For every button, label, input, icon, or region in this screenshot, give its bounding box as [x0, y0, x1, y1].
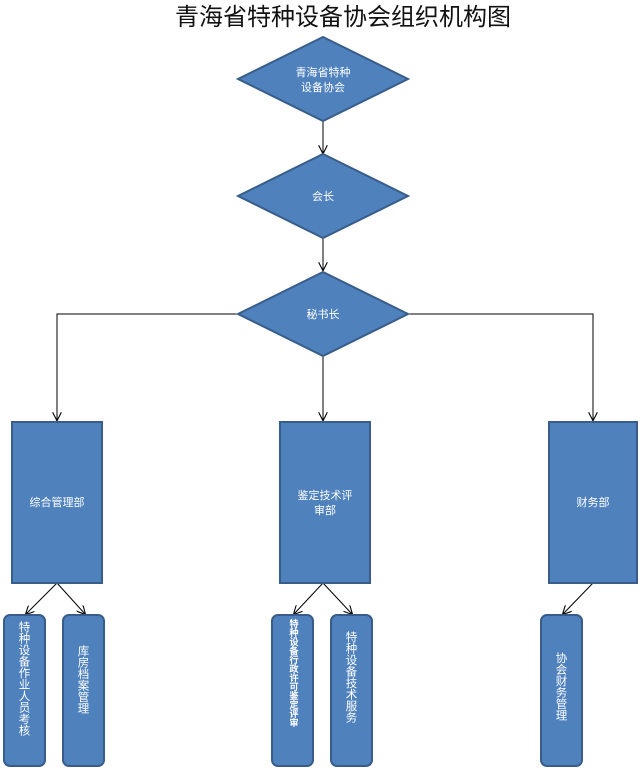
president-label: 会长	[312, 190, 334, 203]
association-label-line-1: 青海省特种	[296, 65, 351, 79]
admin-licensing-review-label: 特种设备行政许可鉴定评审	[288, 618, 300, 728]
node-personnel-assessment: 特种设备作业人员考核	[3, 614, 46, 767]
connectors	[26, 121, 593, 614]
connector-management-archive	[56, 582, 85, 614]
node-finance: 财务部	[548, 421, 638, 584]
chart-title: 青海省特种设备协会组织机构图	[175, 3, 511, 31]
personnel-assessment-label: 特种设备作业人员考核	[18, 620, 32, 737]
node-general-management: 综合管理部	[11, 421, 103, 584]
connector-appraisal-licensing	[294, 582, 324, 614]
node-appraisal-review: 鉴定技术评 审部	[279, 421, 371, 584]
appraisal-review-label-line-2: 审部	[314, 503, 336, 517]
node-president: 会长	[235, 152, 411, 240]
connector-management-personnel	[26, 582, 58, 614]
node-technical-services: 特种设备技术服务	[330, 614, 373, 767]
node-association: 青海省特种 设备协会	[235, 35, 411, 123]
connector-secretary-general-management	[57, 313, 238, 420]
node-archive-management: 库房档案管理	[62, 614, 105, 767]
node-secretary-general: 秘书长	[235, 270, 411, 358]
connector-finance-association-finance	[563, 582, 594, 614]
node-admin-licensing-review: 特种设备行政许可鉴定评审	[271, 614, 314, 767]
connector-secretary-finance	[408, 313, 593, 420]
general-management-label: 综合管理部	[30, 495, 85, 509]
association-label-line-2: 设备协会	[301, 80, 345, 94]
appraisal-review-label-line-1: 鉴定技术评	[298, 488, 353, 502]
association-finance-label: 协会财务管理	[555, 651, 569, 721]
secretary-general-label: 秘书长	[307, 307, 340, 321]
finance-label: 财务部	[577, 495, 610, 509]
archive-management-label: 库房档案管理	[77, 644, 91, 714]
node-association-finance: 协会财务管理	[540, 614, 583, 767]
connector-appraisal-services	[322, 582, 352, 614]
technical-services-label: 特种设备技术服务	[345, 630, 359, 723]
